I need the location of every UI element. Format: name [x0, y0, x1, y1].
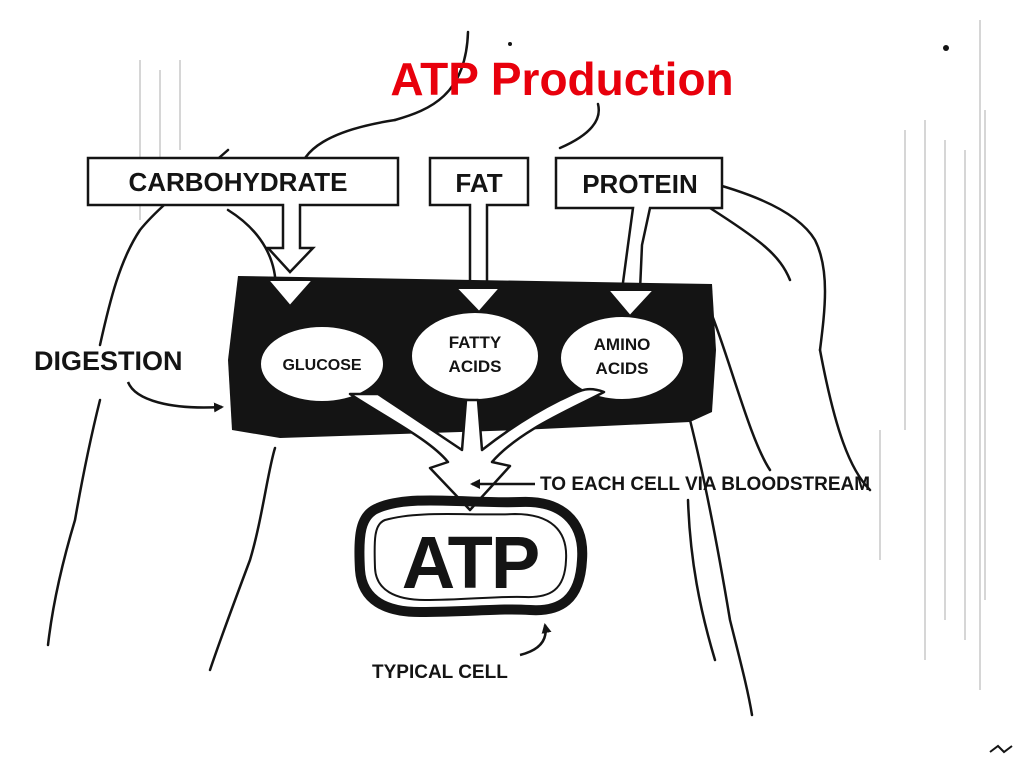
- digestion-arrow: [126, 381, 224, 413]
- fatty-acids-oval: FATTY ACIDS: [410, 311, 540, 401]
- glucose-label: GLUCOSE: [282, 357, 361, 374]
- typical-cell-label: TYPICAL CELL: [372, 662, 508, 683]
- amino-label-2: ACIDS: [596, 359, 649, 378]
- typical-cell: ATP: [354, 495, 588, 617]
- protein-label: PROTEIN: [582, 169, 698, 199]
- carbohydrate-box: CARBOHYDRATE: [86, 156, 400, 274]
- glucose-oval: GLUCOSE: [259, 325, 385, 403]
- bloodstream-label: TO EACH CELL VIA BLOODSTREAM: [540, 474, 870, 495]
- amino-acids-oval: AMINO ACIDS: [559, 315, 685, 401]
- converging-arrow: [348, 387, 606, 512]
- fatty-label-1: FATTY: [449, 333, 502, 352]
- arrow-tips: [265, 279, 657, 318]
- page-title: ATP Production: [390, 53, 734, 105]
- digestion-label: DIGESTION: [34, 346, 183, 376]
- body-outline: [46, 30, 872, 717]
- fat-label: FAT: [455, 168, 502, 198]
- typical-cell-arrow: [519, 623, 552, 657]
- atp-label: ATP: [402, 521, 539, 604]
- carbohydrate-label: CARBOHYDRATE: [128, 167, 347, 197]
- fatty-label-2: ACIDS: [449, 357, 502, 376]
- scan-bleed-through: [139, 20, 986, 690]
- scan-specks: [508, 42, 1013, 754]
- amino-label-1: AMINO: [594, 335, 651, 354]
